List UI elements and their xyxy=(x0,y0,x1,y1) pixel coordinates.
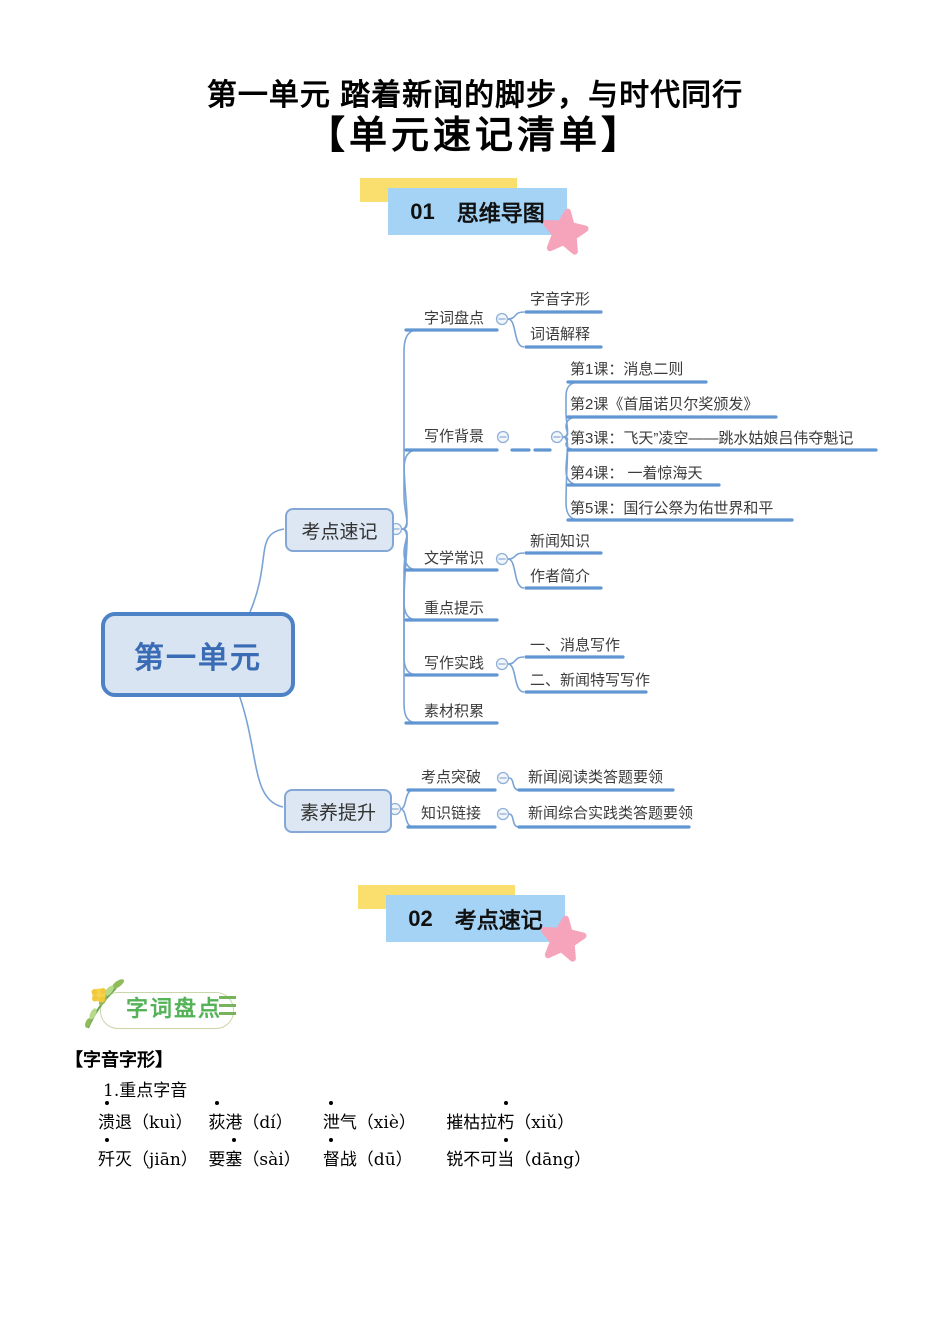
collapse-icon xyxy=(496,771,510,785)
mindmap-node-xinwenzhishi: 新闻知识 xyxy=(530,533,591,550)
decor-line xyxy=(219,996,236,999)
collapse-icon xyxy=(495,552,509,566)
section-title-box: 02 考点速记 xyxy=(386,895,565,942)
badge-pill xyxy=(100,992,234,1029)
topic-badge: 字词盘点 xyxy=(78,976,248,1038)
collapse-icon xyxy=(495,312,509,326)
decor-line xyxy=(219,1012,236,1015)
subsection-subheading: 1.重点字音 xyxy=(103,1081,188,1101)
section-title: 思维导图 xyxy=(456,200,545,226)
badge-label: 字词盘点 xyxy=(126,996,223,1021)
section-number: 02 xyxy=(408,905,433,931)
page-title: 第一单元 踏着新闻的脚步，与时代同行 xyxy=(206,79,744,112)
pinyin-row: 歼灭（jiān） 要塞（sài） 督战（dū） 锐不可当（dāng） xyxy=(98,1138,591,1170)
collapse-icon xyxy=(550,430,564,444)
mindmap-node-lesson-2: 第2课《首届诺贝尔奖颁发》 xyxy=(570,396,759,413)
word-item: 歼灭（jiān） xyxy=(98,1138,203,1170)
mindmap-node-zicipandian: 字词盘点 xyxy=(424,310,485,327)
mindmap-node-xiezuoshijian: 写作实践 xyxy=(424,655,485,672)
pinyin-row: 溃退（kuì） 荻港（dí） 泄气（xiè） 摧枯拉朽（xiǔ） xyxy=(98,1101,574,1133)
word-item: 要塞（sài） xyxy=(208,1138,317,1170)
subsection-heading: 【字音字形】 xyxy=(65,1050,173,1070)
mindmap-node-kaodiansuji: 考点速记 xyxy=(285,508,394,552)
mindmap-root-node: 第一单元 xyxy=(101,612,295,697)
section-title-box: 01 思维导图 xyxy=(388,188,567,235)
mindmap-node-lesson-1: 第1课：消息二则 xyxy=(570,361,684,378)
collapse-icon xyxy=(496,430,510,444)
word-item: 督战（dū） xyxy=(323,1138,441,1170)
page-subtitle: 【单元速记清单】 xyxy=(306,112,643,157)
word-item: 溃退（kuì） xyxy=(98,1101,203,1133)
wheat-plant-icon xyxy=(85,979,124,1029)
section-header-02: 02 考点速记 xyxy=(358,885,598,965)
mindmap-node-sucaijilei: 素材积累 xyxy=(424,703,485,720)
mindmap-node-wenxuechangshi: 文学常识 xyxy=(424,550,485,567)
branch-curves xyxy=(236,311,581,828)
mindmap-node-zuozhejianjie: 作者简介 xyxy=(530,568,591,585)
section-header-01: 01 思维导图 xyxy=(360,178,600,258)
word-item: 泄气（xiè） xyxy=(323,1101,441,1133)
section-number: 01 xyxy=(410,198,435,224)
section-title: 考点速记 xyxy=(454,907,543,933)
collapse-icon xyxy=(496,807,510,821)
mindmap-node-ciyujieshi: 词语解释 xyxy=(530,326,591,343)
word-item: 荻港（dí） xyxy=(208,1101,317,1133)
mindmap-node-xiezuobeijing: 写作背景 xyxy=(424,428,485,445)
mindmap-node-practice-1: 一、消息写作 xyxy=(530,637,621,654)
mindmap-node-lesson-5: 第5课：国行公祭为佑世界和平 xyxy=(570,500,774,517)
node-underlines xyxy=(404,310,878,829)
mindmap-node-kaodiantupo: 考点突破 xyxy=(421,769,482,786)
mindmap-node-lesson-4: 第4课： 一着惊海天 xyxy=(570,465,703,482)
mindmap-node-practice-2: 二、新闻特写写作 xyxy=(530,672,651,689)
mindmap-node-yueduyaoling: 新闻阅读类答题要领 xyxy=(528,769,664,786)
decor-line xyxy=(219,1004,236,1007)
mindmap-node-zongheyaoling: 新闻综合实践类答题要领 xyxy=(528,805,694,822)
collapse-icon xyxy=(495,657,509,671)
star-icon xyxy=(540,915,587,962)
mindmap-node-ziyinzixing: 字音字形 xyxy=(530,291,591,308)
mindmap-node-zhongdiantishi: 重点提示 xyxy=(424,600,485,617)
star-icon xyxy=(542,208,589,255)
mindmap-node-suyangtisheng: 素养提升 xyxy=(284,789,392,833)
word-item: 摧枯拉朽（xiǔ） xyxy=(446,1101,574,1133)
word-item: 锐不可当（dāng） xyxy=(446,1138,591,1170)
mindmap-node-lesson-3: 第3课：飞天”凌空——跳水姑娘吕伟夺魁记 xyxy=(570,430,854,447)
mindmap-node-zhishilianjie: 知识链接 xyxy=(421,805,482,822)
